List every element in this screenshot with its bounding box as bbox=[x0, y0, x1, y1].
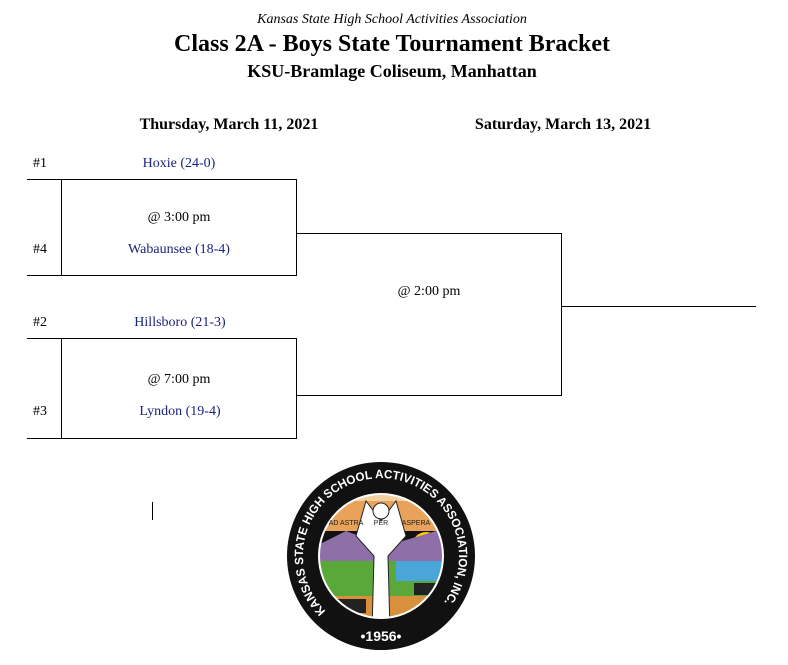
team-name: Wabaunsee (18-4) bbox=[128, 242, 230, 257]
text-cursor bbox=[152, 502, 153, 520]
khsaa-logo: AD ASTRA PER ASPERA KANSAS STATE HIGH SC… bbox=[287, 462, 475, 650]
bracket-line bbox=[61, 179, 62, 275]
org-name: Kansas State High School Activities Asso… bbox=[257, 12, 527, 27]
page-title: Class 2A - Boys State Tournament Bracket bbox=[173, 31, 611, 57]
bracket-line bbox=[561, 233, 562, 395]
team-name: Hillsboro (21-3) bbox=[134, 315, 226, 330]
champion-line bbox=[561, 306, 756, 307]
bracket-line bbox=[296, 338, 297, 438]
venue: KSU-Bramlage Coliseum, Manhattan bbox=[247, 61, 537, 81]
seed: #2 bbox=[33, 315, 47, 330]
game-time: @ 7:00 pm bbox=[147, 372, 211, 387]
seed: #1 bbox=[33, 156, 47, 171]
bracket-line bbox=[27, 438, 297, 439]
logo-year: •1956• bbox=[361, 628, 402, 644]
game-time: @ 3:00 pm bbox=[147, 210, 211, 225]
bracket-line bbox=[27, 275, 297, 276]
bracket-line bbox=[296, 179, 297, 275]
round1-date: Thursday, March 11, 2021 bbox=[139, 116, 319, 133]
bracket-line bbox=[296, 233, 562, 234]
seed: #4 bbox=[33, 242, 47, 257]
round2-date: Saturday, March 13, 2021 bbox=[474, 116, 652, 133]
seed: #3 bbox=[33, 404, 47, 419]
bracket-line bbox=[61, 338, 62, 438]
team-name: Hoxie (24-0) bbox=[142, 156, 216, 171]
final-time: @ 2:00 pm bbox=[397, 284, 461, 299]
bracket-line bbox=[27, 338, 297, 339]
team-name: Lyndon (19-4) bbox=[139, 404, 221, 419]
bracket-line bbox=[296, 395, 562, 396]
motto-mid: PER bbox=[374, 520, 388, 527]
motto-left: AD ASTRA bbox=[329, 520, 364, 527]
motto-right: ASPERA bbox=[402, 520, 431, 527]
bracket-line bbox=[27, 179, 297, 180]
